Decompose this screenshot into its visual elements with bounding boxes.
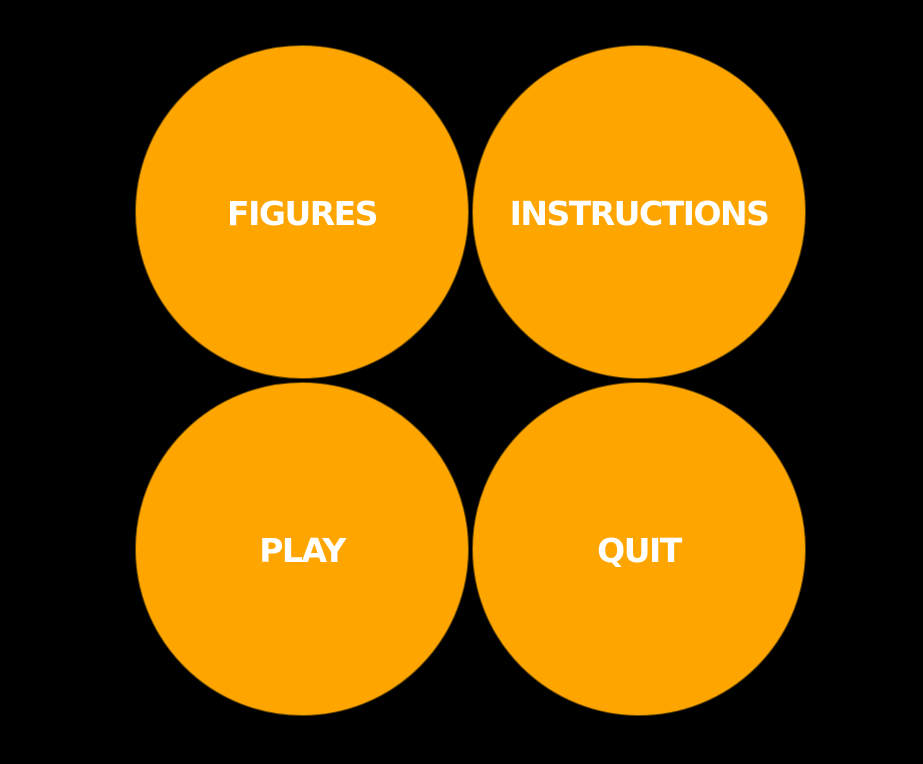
quit-button-label: QUIT: [597, 531, 682, 570]
play-button-label: PLAY: [259, 531, 346, 570]
instructions-button[interactable]: INSTRUCTIONS: [472, 45, 806, 379]
figures-button-label: FIGURES: [227, 194, 378, 233]
quit-button[interactable]: QUIT: [472, 382, 806, 716]
play-button[interactable]: PLAY: [135, 382, 469, 716]
instructions-button-label: INSTRUCTIONS: [509, 194, 770, 233]
figures-button[interactable]: FIGURES: [135, 45, 469, 379]
